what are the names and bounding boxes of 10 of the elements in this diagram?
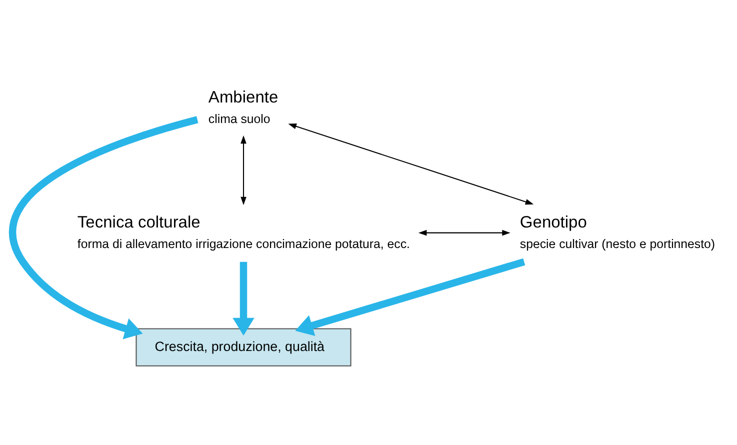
arrow (295, 258, 526, 336)
arrow (240, 135, 246, 206)
arrow (232, 262, 254, 336)
arrow (418, 230, 510, 236)
node-text: Ambiente clima suolo (208, 88, 278, 126)
node-text: Tecnica colturale forma di allevamento irrigazione concimazione potatura, ecc. (77, 213, 410, 251)
arrow (288, 124, 534, 205)
node-text: Genotipo specie cultivar (nesto e portinnesto) (520, 213, 716, 251)
arrow (9, 116, 198, 340)
node-box: Crescita, produzione, qualità (136, 328, 352, 366)
